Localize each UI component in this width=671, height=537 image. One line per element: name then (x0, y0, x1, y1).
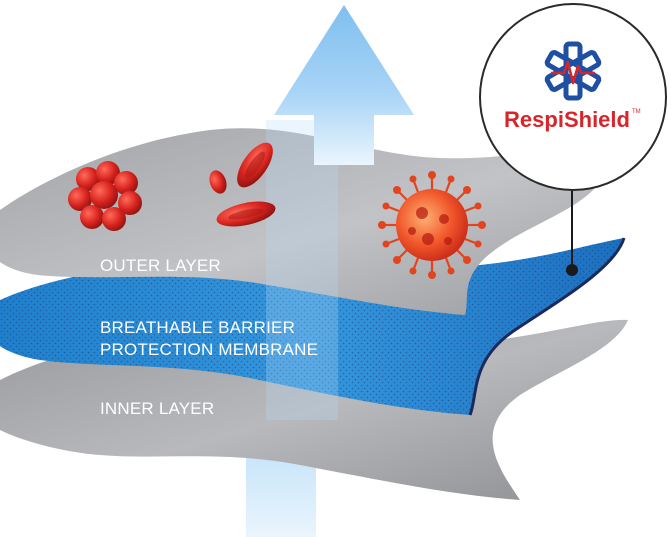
virus-icon (378, 171, 486, 279)
brand-prefix: Respi (504, 107, 564, 132)
inner-layer-label: INNER LAYER (100, 399, 214, 418)
red-blood-cells-icon (209, 142, 276, 227)
brand-name: RespiShield (504, 107, 630, 132)
medical-star-icon (544, 41, 602, 101)
trademark-mark: TM (632, 109, 641, 115)
callout-connector (566, 180, 578, 276)
membrane-edge (468, 237, 626, 416)
membrane-layer-label-line2: PROTECTION MEMBRANE (100, 340, 318, 359)
brand-suffix: Shield (564, 107, 630, 132)
outer-layer-label: OUTER LAYER (100, 256, 221, 275)
membrane-layer-label-line1: BREATHABLE BARRIER (100, 318, 295, 337)
airflow-arrowhead (266, 5, 414, 420)
bacteria-cluster-icon (68, 161, 142, 231)
brand-badge: RespiShield TM (479, 3, 667, 191)
